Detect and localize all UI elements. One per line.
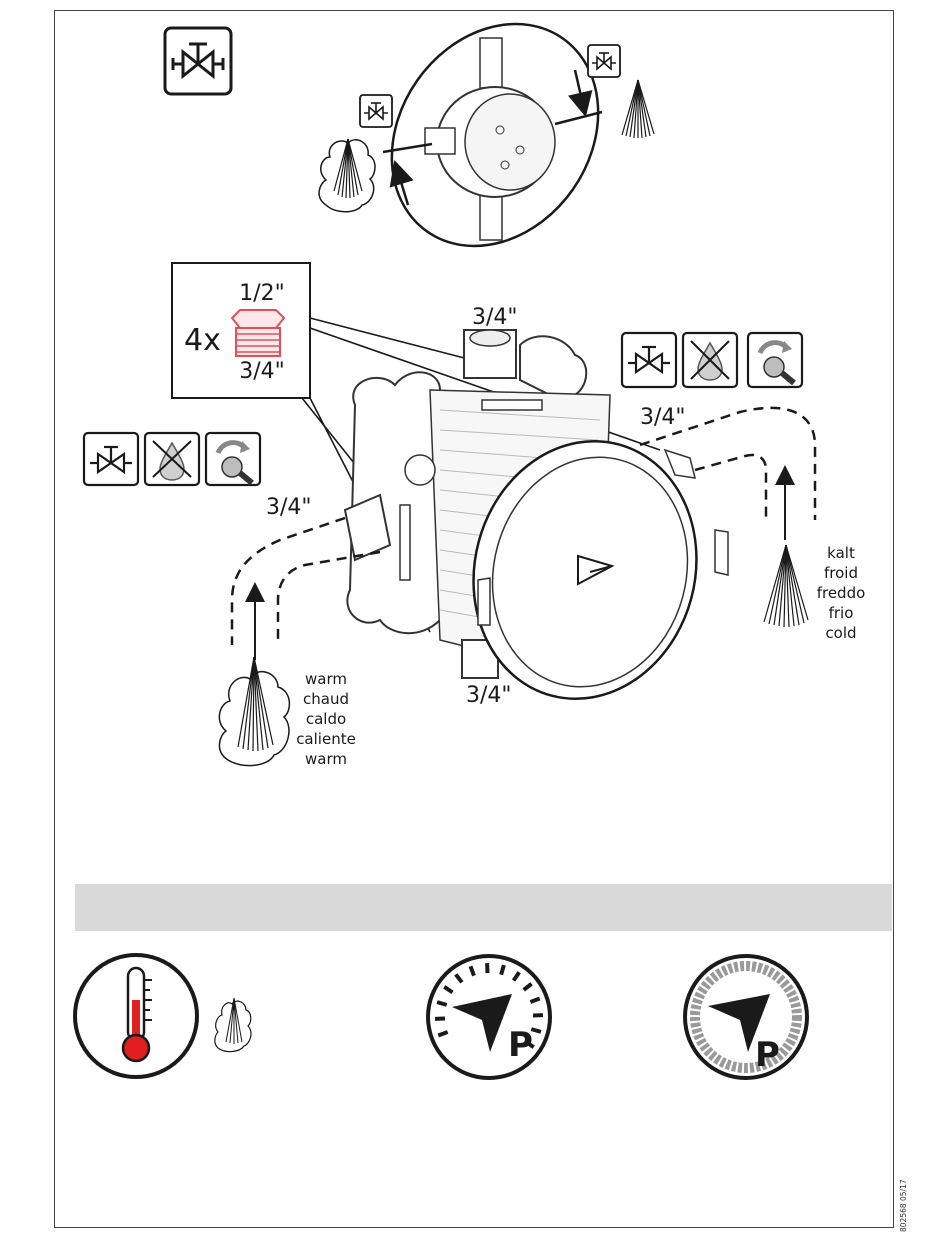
warm-label: warm <box>305 750 347 768</box>
cold-label-list: kalt froid freddo frio cold <box>817 544 866 642</box>
cold-label: frio <box>829 604 854 622</box>
adapter-size-bottom: 3/4" <box>239 359 285 384</box>
size-label-left: 3/4" <box>266 495 312 520</box>
cold-label: kalt <box>827 544 855 562</box>
document-id-text: 802568 05/17 <box>899 1180 908 1232</box>
hot-water-spray-icon <box>219 657 289 766</box>
thermometer-icon <box>75 955 197 1077</box>
gauge-tick <box>437 1002 447 1005</box>
size-label-right: 3/4" <box>640 405 686 430</box>
hot-water-spray-icon <box>319 139 375 212</box>
warm-label: warm <box>305 670 347 688</box>
valve-icon <box>360 95 392 127</box>
valve-icon <box>622 333 676 387</box>
pressure-gauge-icon: P <box>428 956 550 1078</box>
no-water-drop-icon <box>145 433 199 485</box>
size-label-top: 3/4" <box>472 305 518 330</box>
warm-label: caliente <box>296 730 356 748</box>
cold-label: freddo <box>817 584 866 602</box>
cold-water-spray-icon <box>764 545 808 627</box>
valve-icon <box>84 433 138 485</box>
gauge-tick <box>501 965 504 975</box>
mixer-body <box>345 330 728 724</box>
valve-icon <box>588 45 620 77</box>
svg-text:P: P <box>508 1025 533 1065</box>
valve-icon <box>165 28 231 94</box>
adapter-callout: 1/2" 4x 3/4" <box>172 263 310 398</box>
wrench-icon <box>748 333 802 387</box>
cold-label: froid <box>824 564 858 582</box>
size-label-bottom: 3/4" <box>466 683 512 708</box>
hot-water-spray-icon <box>215 998 251 1052</box>
mounting-box-top <box>383 38 602 240</box>
warm-label: chaud <box>303 690 349 708</box>
pressure-gauge-icon: P <box>685 956 807 1078</box>
wrench-icon <box>206 433 260 485</box>
adapter-quantity: 4x <box>184 323 221 358</box>
warm-label-list: warm chaud caldo caliente warm <box>296 670 356 768</box>
no-water-drop-icon <box>683 333 737 387</box>
warm-label: caldo <box>306 710 346 728</box>
svg-text:P: P <box>755 1035 780 1075</box>
section-band <box>75 884 892 931</box>
document-id: 802568 05/17 <box>897 1180 909 1232</box>
adapter-fitting-icon <box>232 310 284 356</box>
cold-label: cold <box>825 624 856 642</box>
adapter-size-top: 1/2" <box>239 281 285 306</box>
cold-water-spray-icon <box>622 80 654 138</box>
